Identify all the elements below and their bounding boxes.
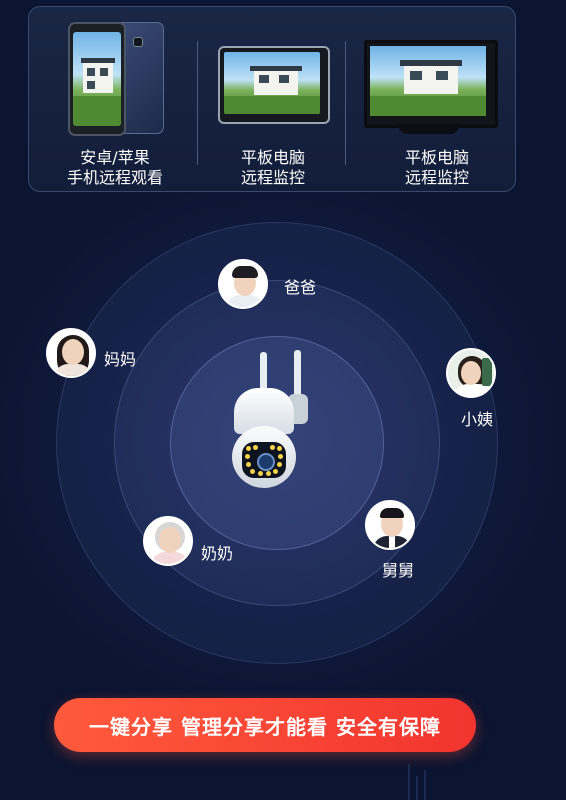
family-name-grandma: 奶奶 (201, 544, 234, 563)
camera-lens-panel (242, 442, 286, 478)
device-label-line1: 安卓/苹果 (80, 148, 150, 167)
monitor-stand (398, 124, 460, 134)
family-name-mom: 妈妈 (104, 350, 137, 369)
camera-antenna (260, 352, 267, 396)
decorative-bar (416, 776, 418, 800)
device-label-tablet: 平板电脑 远程监控 (198, 148, 348, 188)
avatar-aunt[interactable] (446, 348, 496, 398)
decorative-bar (424, 770, 426, 800)
avatar-uncle[interactable] (365, 500, 415, 550)
device-label-monitor: 平板电脑 远程监控 (362, 148, 512, 188)
panel-divider (345, 41, 346, 165)
device-label-line1: 平板电脑 (240, 148, 305, 167)
panel-divider (197, 41, 198, 165)
device-label-line2: 远程监控 (240, 168, 305, 187)
device-label-line1: 平板电脑 (404, 148, 469, 167)
camera-dome (232, 426, 296, 488)
device-label-line2: 手机远程观看 (66, 168, 163, 187)
share-cta-button[interactable]: 一键分享 管理分享才能看 安全有保障 (54, 698, 476, 752)
phone-camera (133, 37, 143, 47)
tablet-screen (224, 52, 320, 114)
tablet-icon (218, 46, 330, 124)
decorative-bar (408, 764, 410, 800)
avatar-dad[interactable] (218, 259, 268, 309)
avatar-mom[interactable] (46, 328, 96, 378)
family-name-aunt: 小姨 (461, 410, 494, 429)
device-label-phone: 安卓/苹果 手机远程观看 (40, 148, 190, 188)
camera-antenna (294, 350, 301, 400)
phone-screen (73, 32, 121, 126)
family-name-dad: 爸爸 (284, 278, 317, 297)
device-label-line2: 远程监控 (404, 168, 469, 187)
monitor-icon (364, 40, 498, 128)
family-name-uncle: 舅舅 (382, 561, 415, 580)
monitor-screen (370, 46, 486, 116)
avatar-grandma[interactable] (143, 516, 193, 566)
security-camera-icon (226, 350, 316, 490)
smartphone-icon (68, 22, 126, 136)
